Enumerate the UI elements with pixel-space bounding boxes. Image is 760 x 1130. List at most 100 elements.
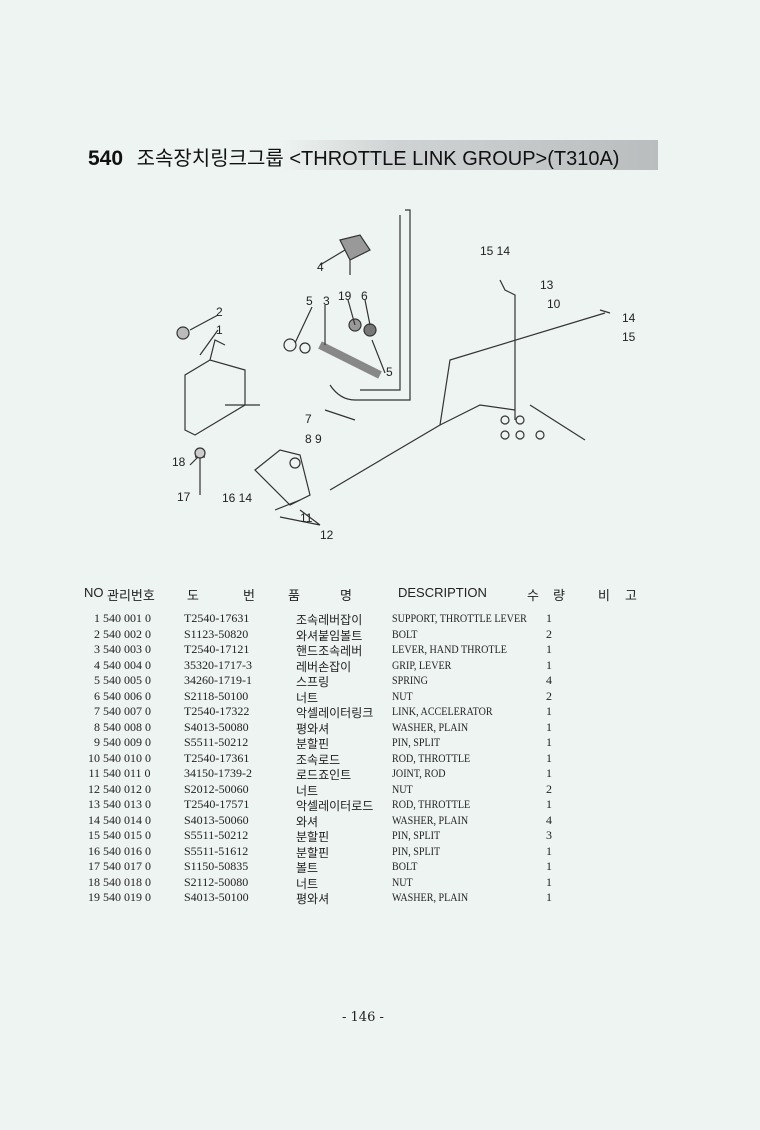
col-description: DESCRIPTION <box>398 585 487 600</box>
korean-name: 악셀레이터로드 <box>296 799 374 813</box>
korean-name: 와셔붙임볼트 <box>296 628 363 643</box>
item-no: 15 <box>88 828 100 842</box>
support-bracket <box>184 359 246 436</box>
mgmt-no: 540 016 0 <box>103 843 151 858</box>
item-no: 9 <box>94 735 100 749</box>
col-name-1: 품 <box>288 588 300 603</box>
part-number: T2540-17631 <box>184 611 250 625</box>
part-number: S2112-50080 <box>184 874 249 889</box>
col-qty-1: 수 <box>527 588 539 603</box>
description: BOLT <box>392 859 418 873</box>
col-drawing-1: 도 <box>187 588 199 603</box>
korean-name: 악셀레이터링크 <box>296 706 374 720</box>
korean-name: 평와셔 <box>296 892 330 906</box>
mgmt-no: 540 011 0 <box>103 766 151 780</box>
callout-14: 14 <box>622 311 636 325</box>
hand-lever-rod <box>329 209 411 401</box>
part-number: S4013-50100 <box>184 890 249 904</box>
korean-name: 조속레버잡이 <box>296 613 363 627</box>
item-no: 8 <box>94 719 100 734</box>
korean-name: 분할핀 <box>296 830 330 844</box>
callout-10: 10 <box>547 297 561 311</box>
item-no: 10 <box>88 750 100 765</box>
mgmt-no: 540 005 0 <box>103 673 151 687</box>
quantity: 2 <box>546 781 552 796</box>
item-no: 1 <box>94 611 100 625</box>
quantity: 1 <box>546 750 552 765</box>
item-no: 14 <box>88 812 100 827</box>
item-no: 16 <box>88 843 100 858</box>
korean-name: 너트 <box>296 783 319 798</box>
part-number: T2540-17571 <box>184 797 250 811</box>
description: NUT <box>392 781 413 796</box>
korean-name: 평와셔 <box>296 721 330 736</box>
accelerator-rod <box>499 279 516 420</box>
mgmt-no: 540 002 0 <box>103 626 151 641</box>
item-no: 17 <box>88 859 100 873</box>
part-number: 34150-1739-2 <box>184 766 252 780</box>
description: BOLT <box>392 626 418 641</box>
korean-name: 스프링 <box>296 675 330 689</box>
callout-7: 7 <box>305 412 312 426</box>
throttle-rod <box>329 312 606 491</box>
callout-11: 11 <box>300 511 313 525</box>
mgmt-no: 540 003 0 <box>103 642 151 656</box>
description: WASHER, PLAIN <box>392 890 469 904</box>
quantity: 3 <box>546 828 552 842</box>
mgmt-no: 540 012 0 <box>103 781 151 796</box>
korean-name: 너트 <box>296 690 319 705</box>
quantity: 1 <box>546 874 552 889</box>
description: LEVER, HAND THROTLE <box>392 642 507 656</box>
quantity: 1 <box>546 859 552 873</box>
quantity: 1 <box>546 890 552 904</box>
exploded-parts-diagram: 4 15 14 13 10 2 1 5 3 19 6 14 15 5 7 8 9… <box>172 209 636 542</box>
quantity: 2 <box>546 626 552 641</box>
part-number: S2012-50060 <box>184 781 249 796</box>
item-no: 3 <box>94 642 100 656</box>
mgmt-no: 540 007 0 <box>103 704 151 718</box>
col-remark-1: 비 <box>598 588 610 603</box>
korean-name: 볼트 <box>296 861 319 875</box>
description: ROD, THROTTLE <box>392 750 471 765</box>
section-number: 540 <box>88 147 124 170</box>
part-number: S5511-50212 <box>184 828 249 842</box>
mgmt-no: 540 017 0 <box>103 859 151 873</box>
col-qty-2: 량 <box>553 588 565 603</box>
description: NUT <box>392 874 413 889</box>
bolt-head <box>176 326 190 340</box>
grip-shape <box>339 234 371 261</box>
callout-8-9: 8 9 <box>305 432 322 446</box>
callout-18: 18 <box>172 455 186 469</box>
callout-13: 13 <box>540 278 554 292</box>
col-no: NO <box>84 585 104 600</box>
item-no: 18 <box>88 874 100 889</box>
callout-3: 3 <box>323 294 330 308</box>
mgmt-no: 540 013 0 <box>103 797 151 811</box>
item-no: 4 <box>94 657 100 672</box>
quantity: 2 <box>546 688 552 703</box>
callout-5b: 5 <box>386 365 393 379</box>
item-no: 5 <box>94 673 100 687</box>
part-number: T2540-17361 <box>184 750 250 765</box>
callout-15-14: 15 14 <box>480 244 510 258</box>
korean-name: 분할핀 <box>296 737 330 751</box>
item-no: 19 <box>88 890 100 904</box>
callout-1: 1 <box>216 323 223 337</box>
col-drawing-2: 번 <box>243 588 255 603</box>
callout-2: 2 <box>216 305 223 319</box>
description: SUPPORT, THROTTLE LEVER <box>392 611 527 625</box>
mgmt-no: 540 009 0 <box>103 735 151 749</box>
korean-name: 와셔 <box>296 814 319 829</box>
korean-name: 핸드조속레버 <box>296 644 363 658</box>
part-number: 34260-1719-1 <box>184 673 252 687</box>
part-number: S4013-50080 <box>184 719 249 734</box>
quantity: 1 <box>546 704 552 718</box>
item-no: 6 <box>94 688 100 703</box>
quantity: 4 <box>546 673 552 687</box>
quantity: 1 <box>546 735 552 749</box>
quantity: 1 <box>546 611 552 625</box>
korean-name: 조속로드 <box>296 752 341 767</box>
callout-19: 19 <box>338 289 352 303</box>
mgmt-no: 540 015 0 <box>103 828 151 842</box>
